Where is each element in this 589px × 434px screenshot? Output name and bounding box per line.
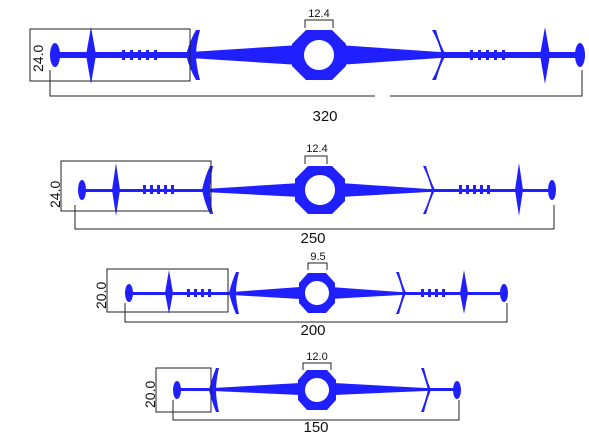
height-dimension-box xyxy=(106,268,229,313)
bulb-label: 12.4 xyxy=(306,143,327,155)
width-label: 150 xyxy=(303,419,328,434)
height-label: 24.0 xyxy=(30,45,46,72)
waterstop-profile-200: 20.0 9.5 200 xyxy=(93,251,508,339)
width-dimension xyxy=(49,70,583,97)
width-label: 200 xyxy=(300,322,325,339)
waterstop-shape xyxy=(125,270,508,314)
bulb-dimension xyxy=(307,262,328,270)
waterstop-profile-320: 24.0 12.4 320 xyxy=(29,8,585,125)
waterstop-profile-250: 24.0 12.4 250 xyxy=(47,143,556,247)
bulb-label: 9.5 xyxy=(310,251,325,263)
height-dimension-box xyxy=(155,367,212,413)
waterstop-profile-150: 20.0 12.0 150 xyxy=(142,351,461,434)
bulb-label: 12.0 xyxy=(306,351,327,363)
height-label: 20.0 xyxy=(93,282,109,309)
height-label: 24.0 xyxy=(47,181,63,208)
width-label: 250 xyxy=(300,230,325,247)
width-dimension xyxy=(74,205,555,230)
waterstop-shape xyxy=(78,163,556,216)
height-dimension-box xyxy=(60,160,212,212)
width-dimension xyxy=(172,400,460,421)
bulb-label: 12.4 xyxy=(308,8,329,20)
width-dimension xyxy=(124,303,508,323)
height-label: 20.0 xyxy=(142,381,158,408)
bulb-dimension xyxy=(302,362,332,370)
waterstop-shape xyxy=(50,27,585,84)
bulb-dimension xyxy=(304,155,328,164)
height-dimension-box xyxy=(29,28,191,82)
waterstop-shape xyxy=(173,368,461,412)
width-label: 320 xyxy=(312,108,337,125)
bulb-dimension xyxy=(304,19,334,28)
